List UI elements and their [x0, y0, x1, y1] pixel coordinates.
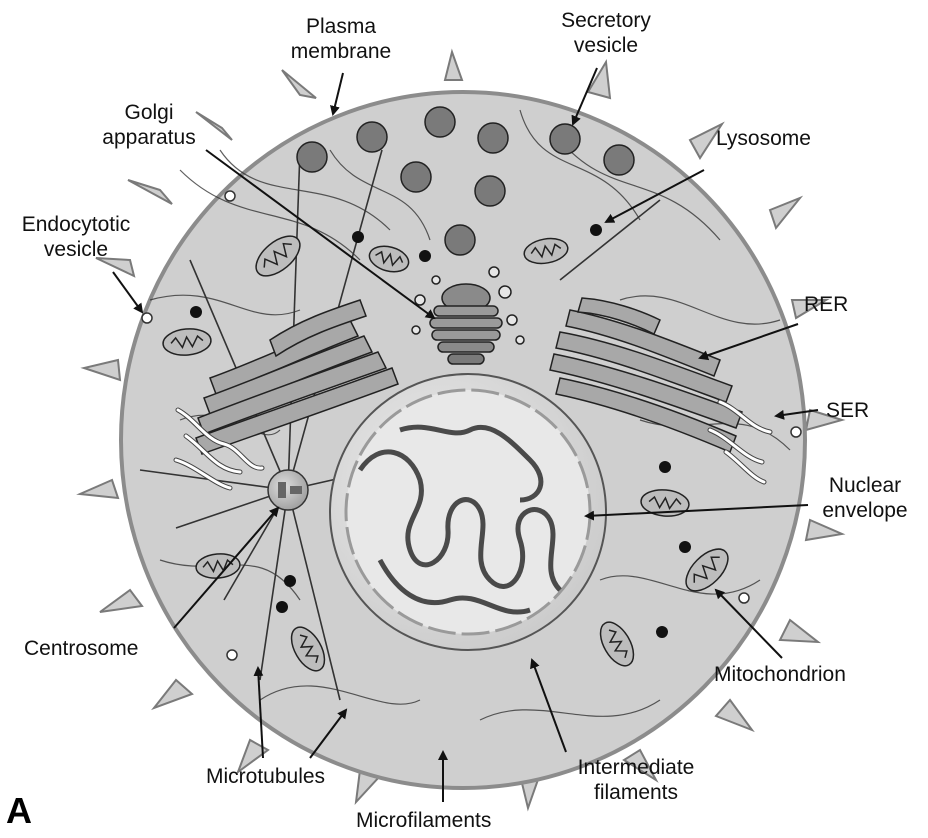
label-rer: RER: [804, 292, 848, 317]
label-golgi-apparatus: Golgi apparatus: [84, 100, 214, 150]
centrosome: [268, 470, 308, 510]
leader-plasma-membrane: [333, 73, 343, 114]
panel-letter: A: [6, 790, 32, 832]
nucleus: [330, 374, 606, 650]
label-endocytotic-vesicle: Endocytotic vesicle: [6, 212, 146, 262]
leader-endocytotic: [113, 272, 142, 312]
label-mitochondrion: Mitochondrion: [714, 662, 846, 687]
label-centrosome: Centrosome: [24, 636, 138, 661]
label-secretory-vesicle: Secretory vesicle: [546, 8, 666, 58]
label-plasma-membrane: Plasma membrane: [276, 14, 406, 64]
label-microtubules: Microtubules: [206, 764, 325, 789]
label-microfilaments: Microfilaments: [356, 808, 491, 833]
label-ser: SER: [826, 398, 869, 423]
label-lysosome: Lysosome: [716, 126, 811, 151]
label-nuclear-envelope: Nuclear envelope: [806, 473, 924, 523]
label-intermediate-filaments: Intermediate filaments: [556, 755, 716, 805]
